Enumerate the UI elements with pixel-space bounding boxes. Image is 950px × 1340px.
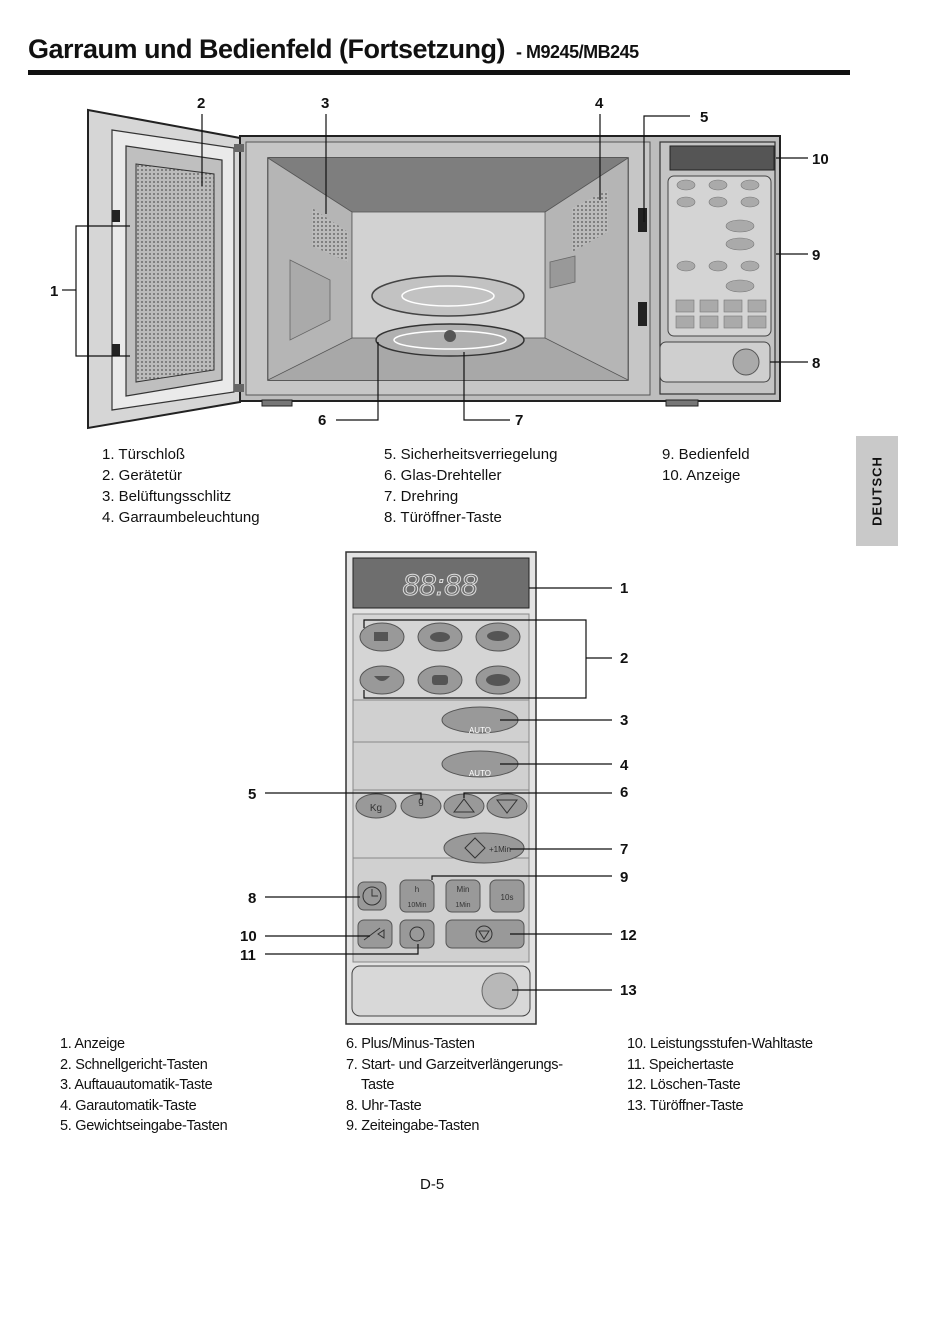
door-hook-top [112,210,120,222]
oven-callout-9: 9 [812,247,820,264]
oven-callout-5: 5 [700,109,708,126]
minus-button [486,793,528,819]
h-label: h [415,885,419,894]
oven-legend-col1: 1. Türschloß 2. Gerätetür 3. Belüftungss… [102,444,260,528]
auto-defrost-label: AUTO [469,726,491,735]
panel-callout-4: 4 [620,757,629,774]
min-label: Min [457,885,470,894]
legend-item-continuation: Taste [361,1077,395,1093]
title-rule [28,70,850,75]
title-text: Garraum und Bedienfeld (Fortsetzung) [28,34,506,64]
door-release-panel [351,965,531,1017]
panel-callout-2: 2 [620,650,628,667]
legend-item: 7. Start- und Garzeitverlängerungs- [346,1056,563,1073]
legend-item: 5. Sicherheitsverriegelung [384,446,558,463]
panel-legend-col2: 6. Plus/Minus-Tasten 7. Start- und Garze… [346,1034,563,1137]
legend-item: 6. Plus/Minus-Tasten [346,1036,475,1052]
oven-callout-1: 1 [50,283,58,300]
oven-display [669,145,775,171]
panel-display [352,557,530,609]
legend-item: 10. Anzeige [662,467,741,484]
legend-item: 8. Türöffner-Taste [384,509,502,526]
display-digits: 88:88 [402,569,477,602]
model-number: - M9245/MB245 [516,42,639,62]
oven-legend-col3: 9. Bedienfeld 10. Anzeige [662,444,750,486]
legend-item: 1. Anzeige [60,1036,125,1052]
start-icon [464,837,486,859]
oven-callout-8: 8 [812,355,820,372]
page-number: D-5 [420,1176,445,1193]
safety-latch-top [638,208,647,232]
clock-icon [362,886,382,906]
weight-kg-button [355,793,397,819]
start-label: +1Min [489,845,511,854]
panel-callout-7: 7 [620,841,628,858]
panel-callout-6: 6 [620,784,628,801]
panel-callout-3: 3 [620,712,628,729]
oven-callout-10: 10 [812,151,829,168]
minus-icon [495,799,519,814]
oven-callout-7: 7 [515,412,523,429]
legend-item: 2. Gerätetür [102,467,183,484]
vent-left [312,208,348,262]
glass-turntable [371,275,525,317]
legend-item: 12. Löschen-Taste [627,1077,741,1093]
door-release-button [732,348,760,376]
legend-item: 5. Gewichtseingabe-Tasten [60,1118,228,1134]
legend-item: 3. Auftauautomatik-Taste [60,1077,213,1093]
oven-illustration: 2 3 4 5 10 9 8 1 6 7 [50,95,829,430]
time-10s-button [489,879,525,913]
legend-item: 1. Türschloß [102,446,186,463]
memory-button [399,919,435,949]
panel-callout-8: 8 [248,890,256,907]
panel-callout-5: 5 [248,786,256,803]
language-tab: DEUTSCH [856,436,898,546]
legend-item: 3. Belüftungsschlitz [102,488,232,505]
legend-item: 7. Drehring [384,488,459,505]
plus-icon [452,798,476,813]
legend-item: 4. Garautomatik-Taste [60,1097,197,1114]
oven-callout-4: 4 [595,95,604,112]
panel-callout-13: 13 [620,982,637,999]
power-level-button [357,919,393,949]
panel-callout-11: 11 [240,947,256,964]
language-tab-label: DEUTSCH [869,456,885,526]
stop-icon [475,925,493,943]
panel-legend-col1: 1. Anzeige 2. Schnellgericht-Tasten 3. A… [60,1034,228,1137]
legend-item: 2. Schnellgericht-Tasten [60,1056,208,1073]
legend-item: 9. Zeiteingabe-Tasten [346,1118,480,1134]
10s-label: 10s [501,893,514,902]
start-button [443,832,525,864]
legend-item: 6. Glas-Drehteller [384,467,502,484]
vent-right [572,190,608,252]
control-panel-illustration: 88:88 AUTO AUTO Kg g +1Min h 1 [240,551,637,1025]
legend-item: 4. Garraumbeleuchtung [102,509,260,526]
panel-callout-10: 10 [240,928,257,945]
panel-callout-9: 9 [620,869,628,886]
safety-latch-bottom [638,302,647,326]
page-title: Garraum und Bedienfeld (Fortsetzung) - M… [28,34,639,65]
legend-item: 9. Bedienfeld [662,446,750,463]
panel-legend-col3: 10. Leistungsstufen-Wahltaste 11. Speich… [627,1034,813,1116]
panel-callout-12: 12 [620,927,637,944]
legend-item: 11. Speichertaste [627,1056,734,1073]
10min-label: 10Min [407,902,426,909]
panel-callout-1: 1 [620,580,628,597]
time-min-button [445,879,481,913]
door-hook-bottom [112,344,120,356]
oven-legend-col2: 5. Sicherheitsverriegelung 6. Glas-Dreht… [384,444,557,528]
auto-cook-label: AUTO [469,769,491,778]
oven-callout-2: 2 [197,95,205,112]
legend-item: 8. Uhr-Taste [346,1097,422,1114]
kg-label: Kg [370,803,382,814]
oven-callout-3: 3 [321,95,329,112]
time-hour-button [399,879,435,913]
legend-item: 13. Türöffner-Taste [627,1097,744,1114]
oven-callout-6: 6 [318,412,326,429]
g-label: g [418,796,424,807]
door-release-round-button [481,972,519,1010]
legend-item: 10. Leistungsstufen-Wahltaste [627,1036,813,1052]
1min-label: 1Min [455,902,470,909]
